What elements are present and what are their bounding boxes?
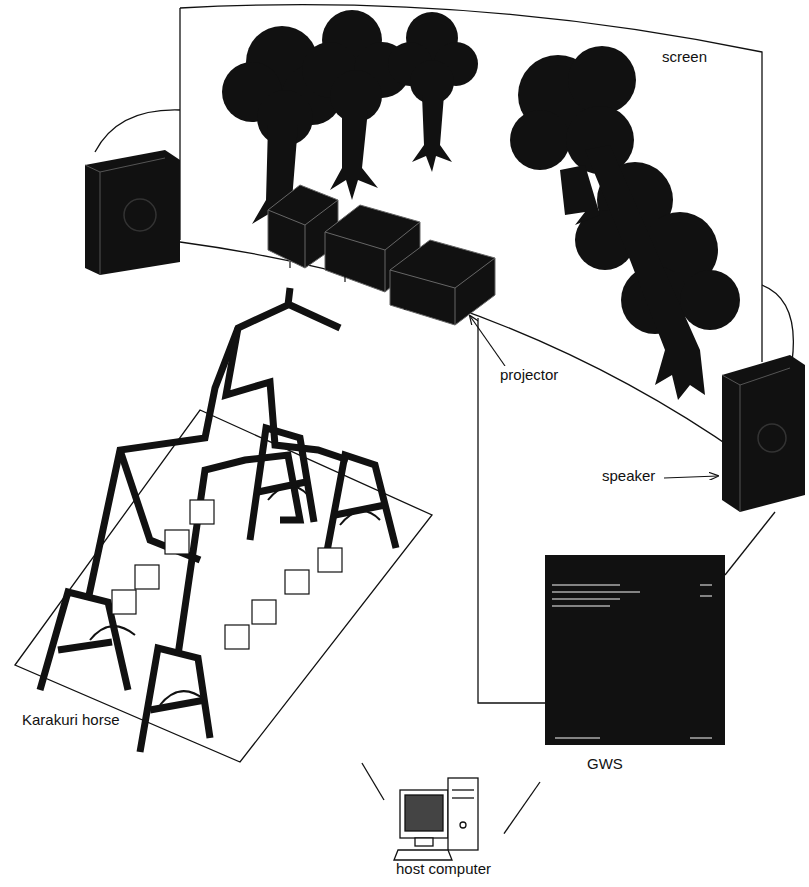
figure-node: host computer: [384, 772, 504, 884]
projector-mounts: [290, 262, 405, 310]
karakuri-horse: [15, 288, 432, 762]
wires: [478, 318, 775, 703]
tree-silhouettes: [222, 10, 740, 400]
part-label: projector: [498, 366, 560, 384]
cable: [504, 782, 540, 834]
part-label: screen: [660, 48, 709, 66]
screen-outline: [95, 5, 793, 455]
figure-node: Karakuri horse: [10, 405, 434, 763]
figure-node: GWS: [540, 552, 730, 782]
figure-label: GWS: [587, 755, 623, 773]
part-label: speaker: [600, 467, 657, 485]
host-computer-symbol: [394, 778, 478, 860]
cable: [362, 763, 384, 800]
figure-label: Karakuri horse: [22, 711, 120, 729]
gws-symbol: [545, 555, 725, 745]
leader-arrows: [470, 316, 718, 478]
figure-label: host computer: [396, 860, 491, 878]
projector-symbol: [268, 185, 495, 325]
